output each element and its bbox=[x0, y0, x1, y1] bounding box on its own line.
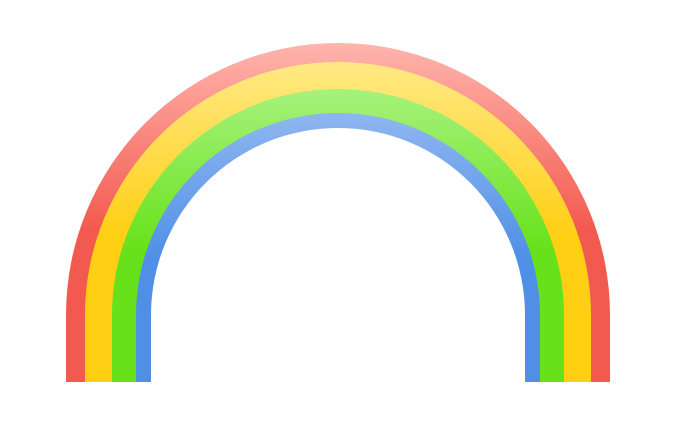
rainbow-bands bbox=[66, 43, 610, 383]
rainbow-inner-space bbox=[151, 128, 525, 383]
